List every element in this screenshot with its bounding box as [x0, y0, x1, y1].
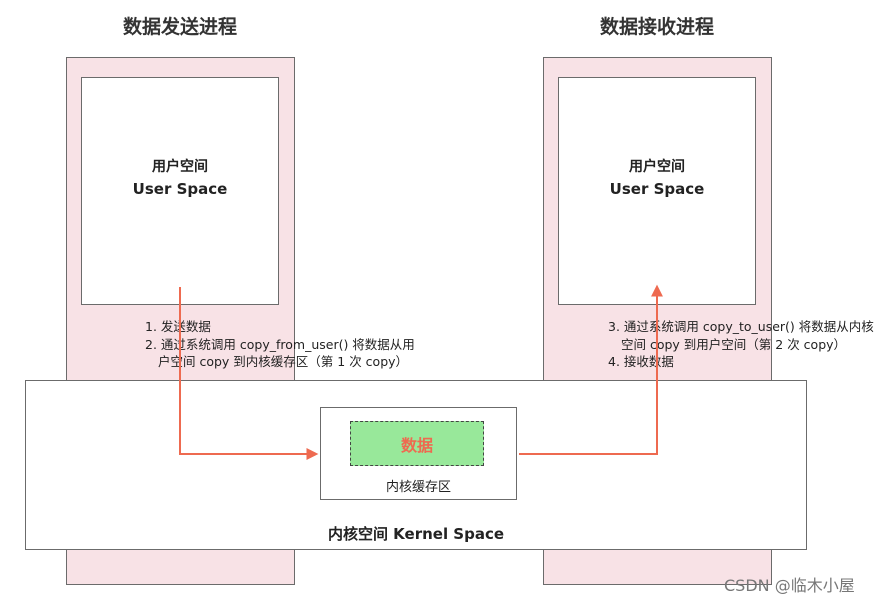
- kernel-space-label: 内核空间 Kernel Space: [327, 525, 505, 543]
- receiver-user-space: 用户空间 User Space: [558, 77, 756, 305]
- sender-step-2-cont: 户空间 copy 到内核缓存区（第 1 次 copy）: [158, 354, 409, 369]
- copy-from-user-arrow: [179, 287, 319, 460]
- sender-user-space-cn: 用户空间: [152, 159, 208, 175]
- receiver-user-space-en: User Space: [609, 180, 705, 198]
- receiver-user-space-cn: 用户空间: [629, 159, 685, 175]
- kernel-buffer-label: 内核缓存区: [385, 480, 451, 495]
- sender-user-space: 用户空间 User Space: [81, 77, 279, 305]
- receiver-step-3-cont: 空间 copy 到用户空间（第 2 次 copy）: [621, 336, 847, 352]
- sender-steps: 1. 发送数据 2. 通过系统调用 copy_from_user() 将数据从用…: [145, 318, 415, 371]
- copy-to-user-arrow: [519, 284, 663, 455]
- sender-step-1: 1. 发送数据: [145, 319, 211, 334]
- sender-step-2: 2. 通过系统调用 copy_from_user() 将数据从用: [145, 336, 415, 352]
- sender-title: 数据发送进程: [122, 16, 237, 38]
- receiver-step-3: 3. 通过系统调用 copy_to_user() 将数据从内核: [608, 319, 874, 334]
- kernel-buffer-box: 数据 内核缓存区: [320, 407, 517, 500]
- receiver-title: 数据接收进程: [599, 16, 714, 38]
- receiver-steps: 3. 通过系统调用 copy_to_user() 将数据从内核 空间 copy …: [608, 318, 874, 371]
- data-block: 数据: [350, 421, 484, 466]
- watermark: CSDN @临木小屋: [724, 576, 855, 595]
- sender-user-space-en: User Space: [132, 180, 228, 198]
